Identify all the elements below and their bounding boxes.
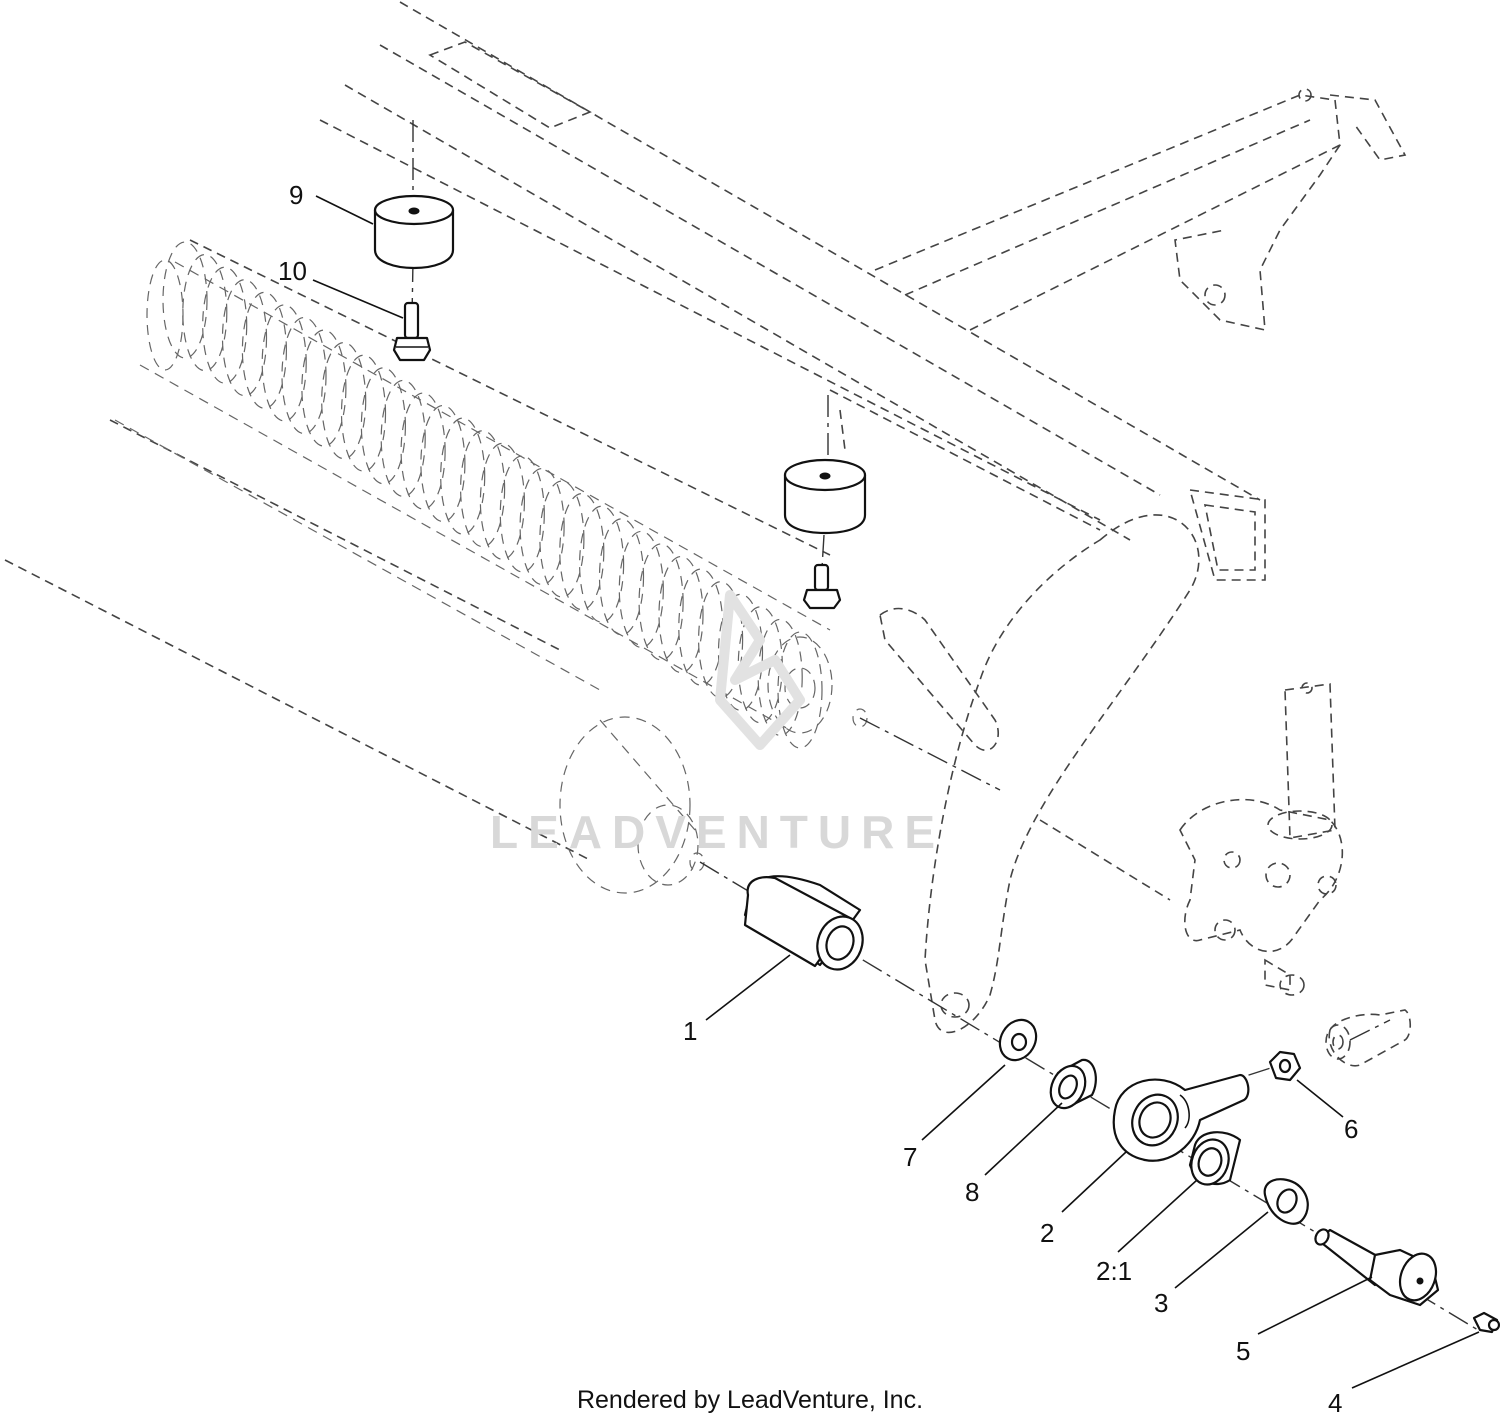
frame-phantom	[4, 1, 1407, 1034]
roller-rib	[578, 505, 625, 623]
rod-end-part-2[interactable]	[1112, 1073, 1250, 1162]
bumper-part-9[interactable]	[373, 194, 455, 270]
roller-rib	[340, 354, 387, 472]
roller-rib	[598, 518, 645, 636]
screw-part-10[interactable]	[392, 301, 432, 362]
roller-rib	[618, 530, 664, 649]
leader-lines	[312, 195, 1480, 1389]
roller-rib	[420, 404, 466, 523]
callout-3: 3	[1154, 1288, 1168, 1318]
callout-9: 9	[289, 180, 303, 210]
drum-phantom	[114, 419, 705, 894]
callout-6: 6	[1344, 1114, 1358, 1144]
assembly-axes	[411, 120, 1479, 1331]
roller-rib	[162, 241, 208, 359]
roller-rib	[559, 492, 605, 611]
roller-rib	[658, 555, 704, 674]
callout-8: 8	[965, 1177, 979, 1207]
callout-1: 1	[683, 1016, 697, 1046]
retainer-part-3[interactable]	[1263, 1178, 1309, 1225]
roller-rib	[638, 543, 684, 661]
roller-rib	[301, 329, 347, 447]
callout-5: 5	[1236, 1336, 1250, 1366]
callout-labels: 9 10 1 7 8 2 2:1 3 5 4 6	[278, 180, 1358, 1418]
nut-part-6[interactable]	[1268, 1050, 1302, 1082]
sleeve-part-2-1[interactable]	[1185, 1131, 1242, 1190]
bumper-second[interactable]	[783, 458, 867, 535]
bushing-part-8[interactable]	[1044, 1058, 1097, 1114]
callout-10: 10	[278, 256, 307, 286]
callout-7: 7	[903, 1142, 917, 1172]
roller-rib	[202, 266, 248, 384]
roller-rib	[539, 480, 585, 598]
roller-rib	[360, 367, 406, 485]
roller-rib	[221, 279, 268, 397]
roller-rib	[777, 631, 823, 749]
callout-2-1: 2:1	[1096, 1256, 1132, 1286]
roller-rib	[757, 618, 803, 737]
grease-fitting-part-4[interactable]	[1472, 1311, 1500, 1334]
roller-rib	[440, 417, 486, 535]
roller-rib	[697, 581, 744, 699]
screw-second[interactable]	[802, 563, 842, 610]
bolt-part-5[interactable]	[1313, 1227, 1442, 1307]
roller-rib	[321, 342, 367, 460]
roller-rib	[241, 291, 287, 409]
roller-rib	[499, 455, 545, 573]
watermark: LEADVENTURE	[490, 590, 945, 858]
roller-rib	[400, 392, 446, 510]
height-adjust-phantom	[1179, 682, 1344, 996]
callout-2: 2	[1040, 1218, 1054, 1248]
roller-rib	[281, 316, 327, 435]
spring-adjuster-phantom	[1325, 1009, 1412, 1067]
watermark-text: LEADVENTURE	[490, 806, 945, 858]
roller-rib	[717, 593, 764, 711]
callout-4: 4	[1328, 1388, 1342, 1418]
roller-rib	[261, 304, 307, 422]
spacer-part-1[interactable]	[743, 875, 870, 976]
roller-rib	[519, 467, 565, 586]
roller-rib	[380, 379, 426, 497]
footer-credit: Rendered by LeadVenture, Inc.	[576, 1386, 924, 1414]
roller-rib	[479, 442, 525, 560]
roller-rib	[182, 254, 228, 372]
roller-rib	[460, 430, 506, 548]
washer-part-7[interactable]	[993, 1013, 1043, 1066]
